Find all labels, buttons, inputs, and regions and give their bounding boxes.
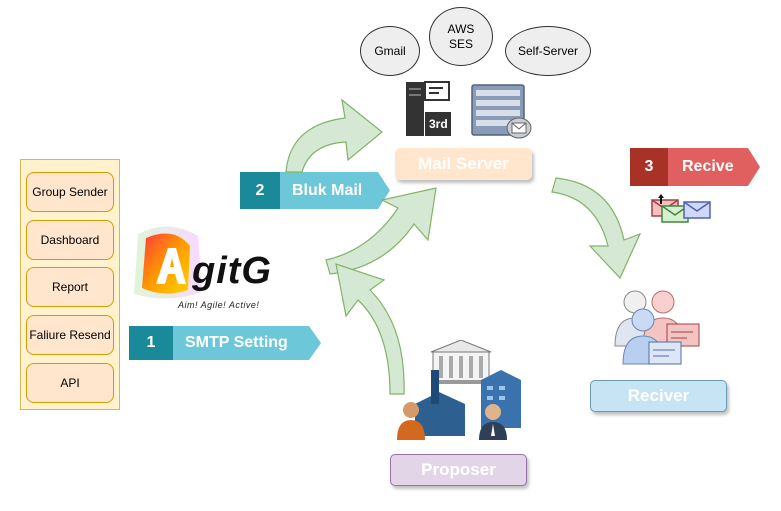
- step-bulk-mail[interactable]: 2 Bluk Mail: [240, 172, 390, 209]
- server-tower-icon: [406, 81, 451, 136]
- step-receive[interactable]: 3 Recive: [630, 148, 760, 186]
- step-receive-tag-shape: [630, 148, 760, 186]
- receive-envelopes-icon: [648, 194, 712, 228]
- proposer-organization-icon: [395, 339, 525, 442]
- mail-server-rack-icon: [470, 83, 532, 139]
- step-smtp-label: SMTP Setting: [185, 334, 288, 351]
- third-party-server-icon: 3rd: [403, 80, 453, 138]
- step-smtp-number: 1: [146, 334, 156, 351]
- menu-item-group-sender[interactable]: Group Sender: [26, 172, 114, 212]
- step-bulk-tag-shape: [240, 172, 390, 209]
- rack-server-icon: [471, 84, 532, 139]
- third-party-badge: 3rd: [429, 117, 448, 131]
- logo-brand-text: gitG: [192, 250, 272, 292]
- arrow-server-to-receiver: [551, 177, 642, 280]
- provider-self-server: Self-Server: [505, 26, 591, 76]
- step-receive-label: Recive: [682, 158, 734, 175]
- receiver-users-icon: [605, 286, 705, 372]
- buildings-people-icon: [397, 339, 521, 440]
- step-bulk-label: Bluk Mail: [292, 181, 363, 199]
- users-mail-icon: [614, 290, 700, 365]
- arrow-bulk-to-server: [285, 98, 383, 173]
- logo-tagline: Aim! Agile! Active!: [178, 300, 260, 310]
- provider-gmail: Gmail: [360, 26, 420, 76]
- menu-item-failure-resend[interactable]: Faliure Resend: [26, 315, 114, 355]
- receiver-label: Reciver: [590, 380, 727, 412]
- step-smtp-setting[interactable]: 1 SMTP Setting: [129, 326, 321, 360]
- envelopes-icon: [651, 194, 711, 223]
- step-bulk-number: 2: [255, 181, 265, 199]
- agitg-logo: gitG Aim! Agile! Active!: [128, 222, 308, 314]
- menu-item-report[interactable]: Report: [26, 267, 114, 307]
- step-smtp-tag-shape: [129, 326, 321, 360]
- agitg-logo-mark: [134, 226, 202, 299]
- menu-item-dashboard[interactable]: Dashboard: [26, 220, 114, 260]
- menu-item-api[interactable]: API: [26, 363, 114, 403]
- proposer-label: Proposer: [390, 454, 527, 486]
- arrow-logo-to-server: [325, 187, 437, 275]
- arrow-proposer-to-server: [335, 263, 405, 395]
- step-receive-number: 3: [644, 158, 654, 175]
- feature-menu-panel: Group Sender Dashboard Report Faliure Re…: [20, 159, 120, 410]
- mail-server-label: Mail Server: [395, 148, 532, 180]
- provider-aws-ses: AWS SES: [429, 7, 493, 66]
